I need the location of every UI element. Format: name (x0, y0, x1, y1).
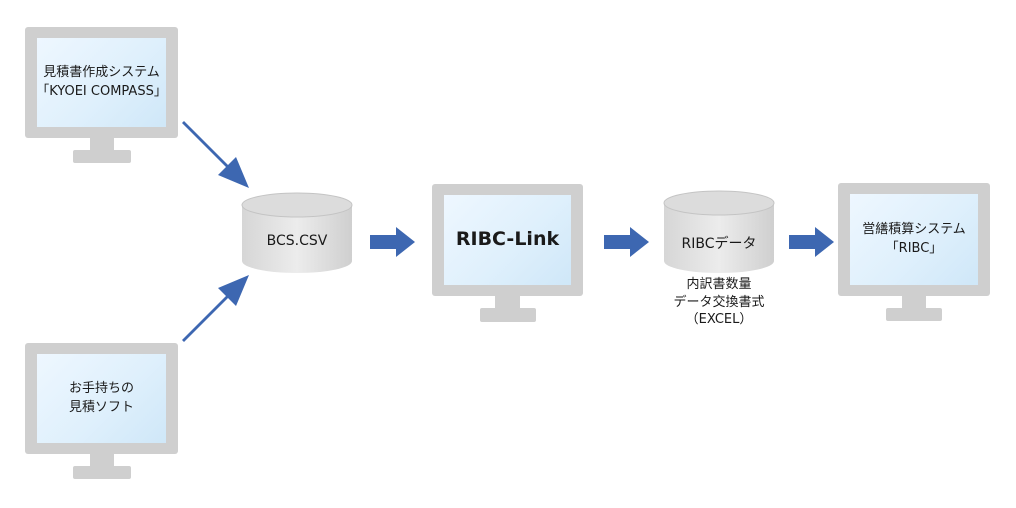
arrow-csv-to-ribc-link (370, 227, 415, 257)
monitor-base (480, 308, 536, 322)
arrow-icon (370, 227, 415, 257)
arrow-ribc-link-to-data (604, 227, 649, 257)
monitor-neck (495, 296, 520, 308)
arrow-compass-to-csv (182, 121, 249, 188)
bcs-csv-label: BCS.CSV (266, 233, 328, 249)
arrow-icon (182, 121, 249, 188)
monitor-kyoei-compass: 見積書作成システム 「KYOEI COMPASS」 (25, 27, 178, 165)
caption-line: データ交換書式 (673, 294, 765, 310)
monitor-screen: お手持ちの 見積ソフト (37, 354, 166, 443)
caption-line: 内訳書数量 (686, 277, 752, 292)
monitor-screen: 営繕積算システム 「RIBC」 (850, 194, 978, 285)
target-line1: 営繕積算システム (862, 221, 966, 237)
database-cylinder-icon (663, 190, 775, 273)
target-line2: 「RIBC」 (885, 240, 943, 256)
arrow-data-to-ribc (789, 227, 834, 257)
ribc-link-label: RIBC-Link (455, 228, 560, 251)
monitor-screen: RIBC-Link (444, 195, 571, 285)
compass-line1: 見積書作成システム (43, 64, 160, 80)
database-cylinder-icon (241, 192, 353, 273)
monitor-ribc-target: 営繕積算システム 「RIBC」 (838, 183, 990, 323)
monitor-ribc-link: RIBC-Link (432, 184, 583, 324)
arrow-icon (604, 227, 649, 257)
monitor-own-software: お手持ちの 見積ソフト (25, 343, 178, 481)
own-soft-line2: 見積ソフト (68, 399, 134, 415)
arrow-icon (789, 227, 834, 257)
monitor-base (73, 466, 131, 479)
ribc-data-label: RIBCデータ (681, 236, 757, 252)
monitor-neck (90, 454, 114, 466)
monitor-base (886, 308, 942, 321)
monitor-base (73, 150, 131, 163)
compass-line2: 「KYOEI COMPASS」 (36, 83, 167, 99)
arrow-icon (182, 275, 249, 342)
monitor-neck (90, 138, 114, 150)
own-soft-line1: お手持ちの (68, 380, 134, 396)
arrow-own-soft-to-csv (182, 275, 249, 342)
database-bcs-csv: BCS.CSV (241, 192, 353, 274)
ribc-data-caption: 内訳書数量 データ交換書式 （EXCEL） (654, 276, 784, 329)
caption-line: （EXCEL） (685, 312, 753, 328)
monitor-screen: 見積書作成システム 「KYOEI COMPASS」 (36, 38, 167, 127)
database-ribc-data: RIBCデータ (663, 190, 775, 274)
monitor-neck (902, 296, 926, 308)
